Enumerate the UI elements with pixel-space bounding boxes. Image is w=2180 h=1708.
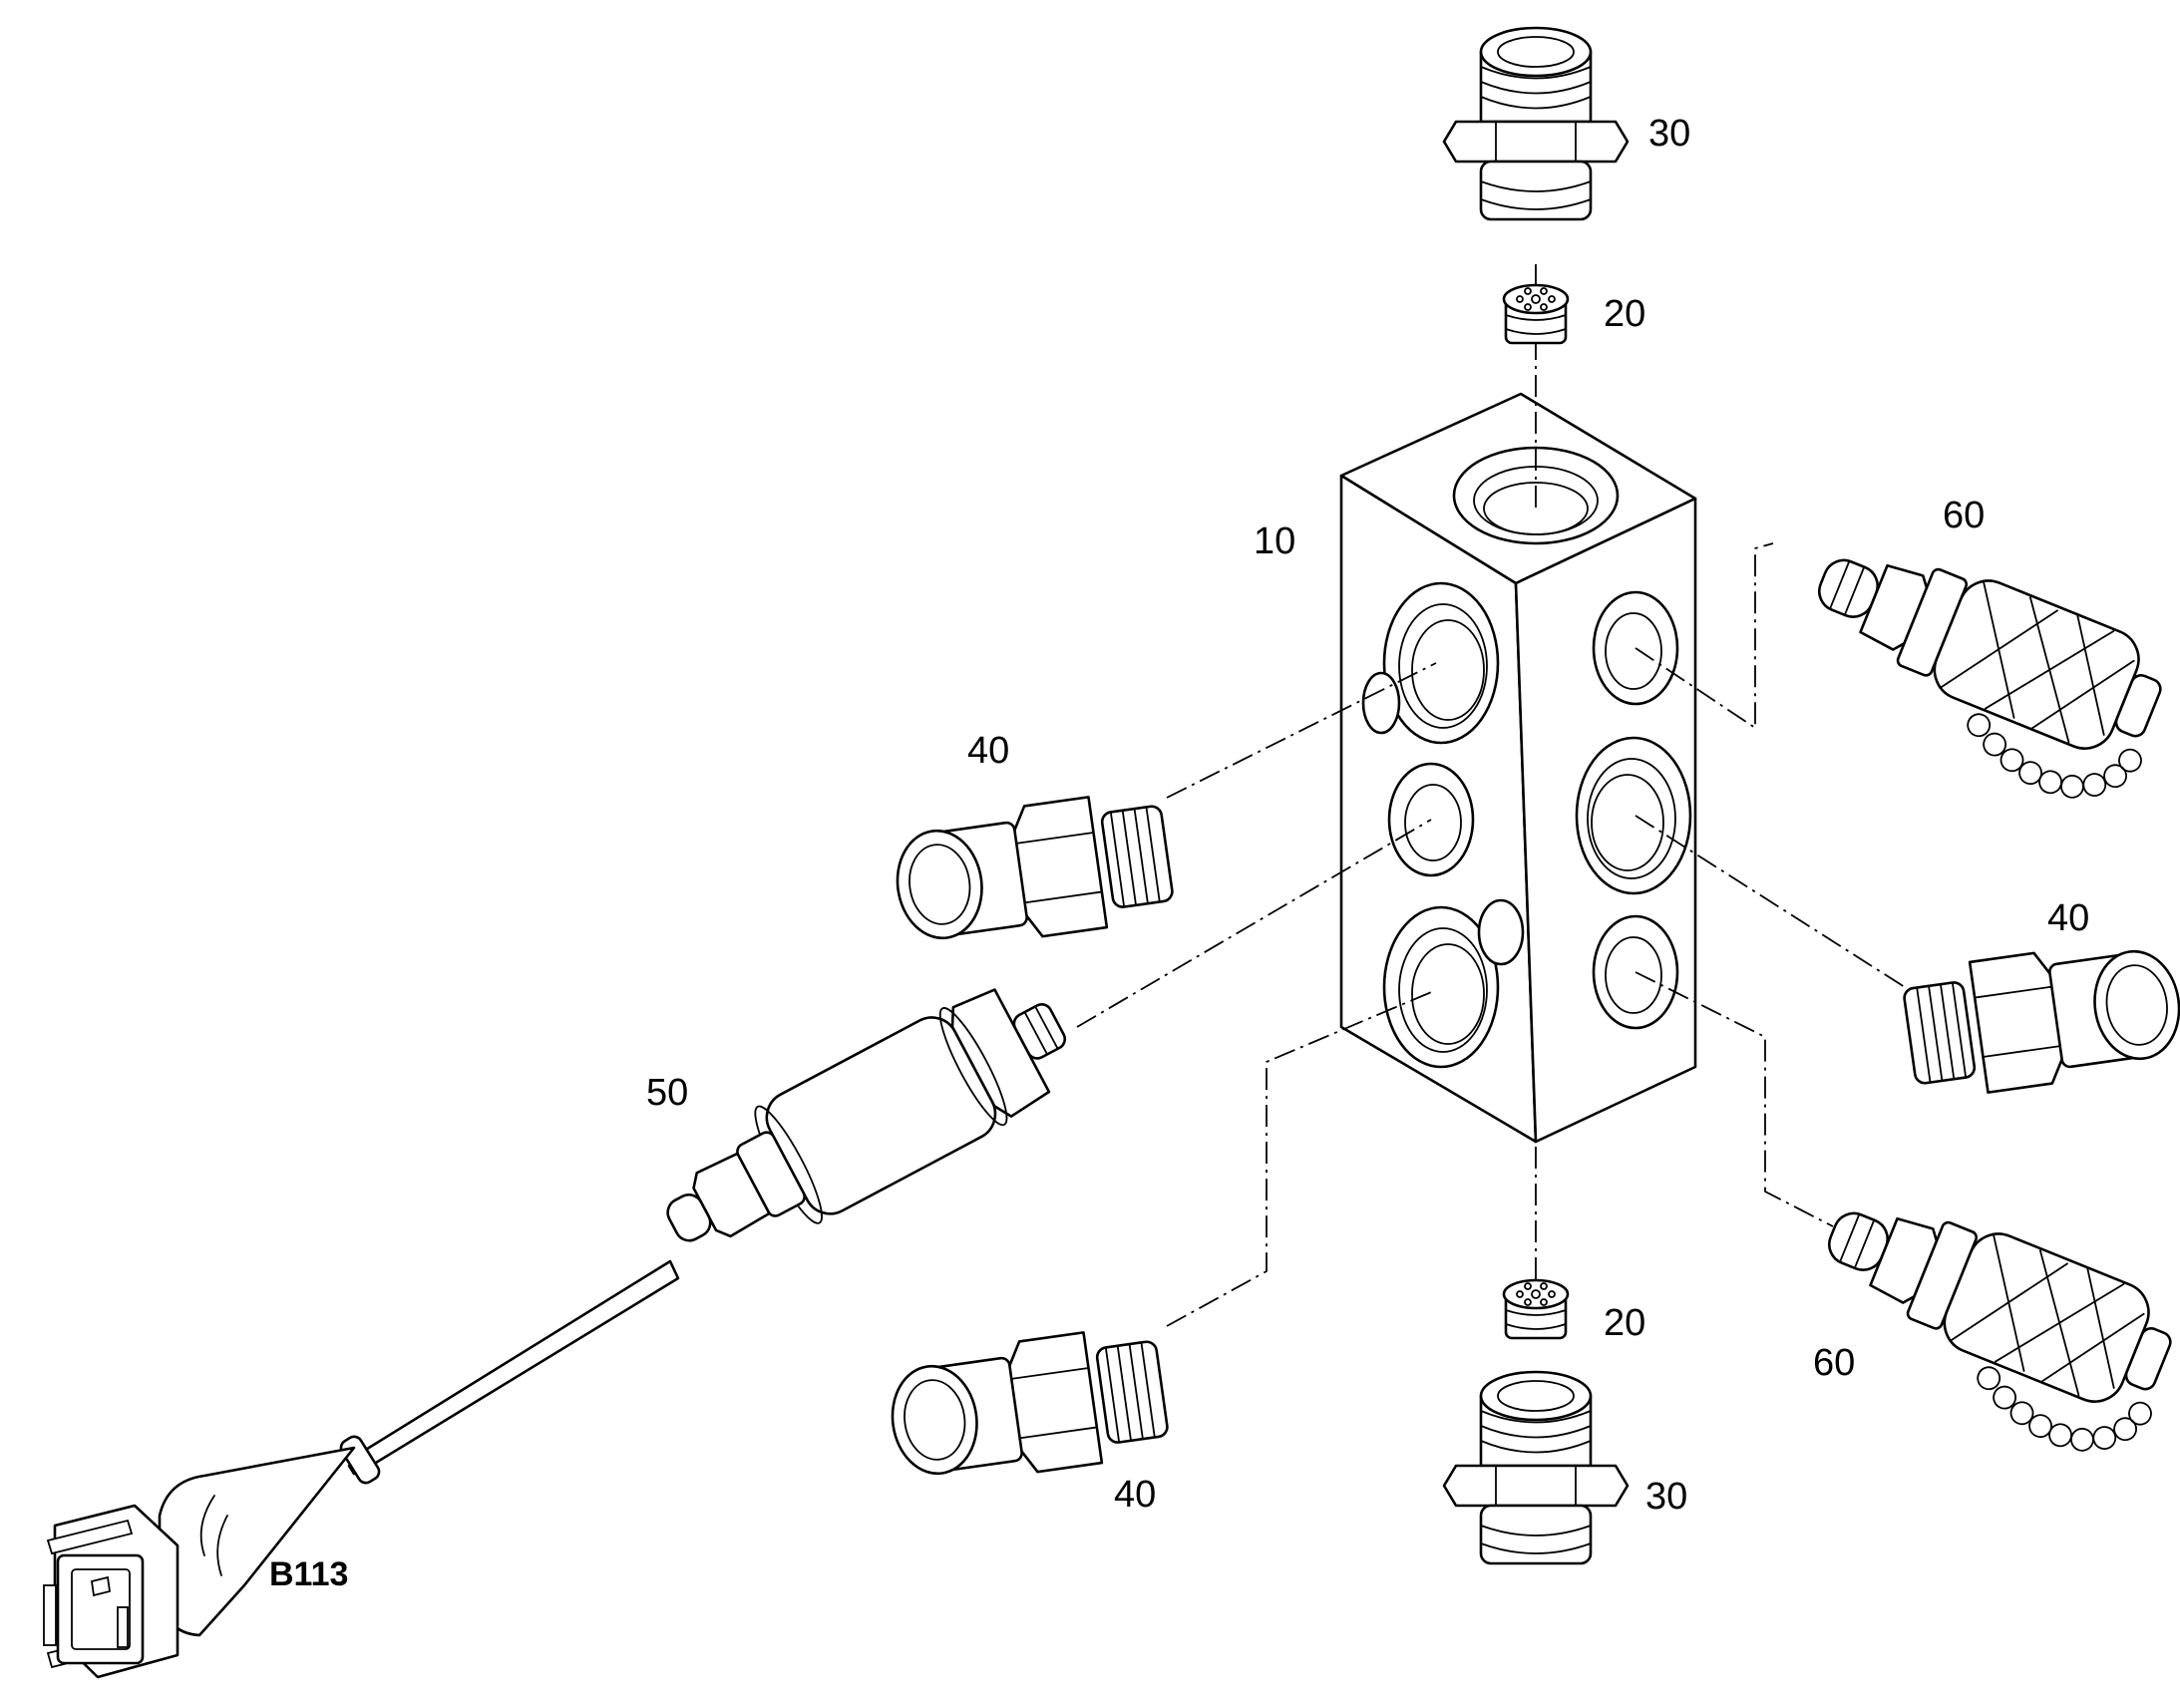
filter-strainer-top — [1502, 283, 1570, 345]
callout-adapter-top: 30 — [1648, 113, 1691, 155]
callout-coupling-upper: 60 — [1943, 495, 1986, 536]
callout-adapter-right: 40 — [2047, 897, 2090, 939]
manifold-block — [1339, 392, 1697, 1144]
assembly-center-lines — [1076, 264, 1906, 1327]
filter-strainer-bottom — [1502, 1278, 1570, 1340]
quick-coupling-lower — [1788, 1173, 2180, 1476]
pressure-sensor — [339, 988, 1067, 1485]
quick-coupling-upper — [1778, 519, 2180, 823]
callout-coupling-lower: 60 — [1813, 1342, 1856, 1384]
callout-connector: B113 — [269, 1555, 349, 1593]
adapter-fitting-top — [1442, 26, 1630, 221]
callout-block: 10 — [1254, 520, 1296, 562]
adapter-fitting-right — [1899, 932, 2180, 1104]
callout-adapter-bottom: 30 — [1645, 1476, 1688, 1518]
callout-strainer-top: 20 — [1604, 293, 1646, 335]
adapter-fitting-bottom — [1442, 1370, 1630, 1565]
callout-adapter-left-lower: 40 — [1114, 1474, 1157, 1516]
callout-pressure-sensor: 50 — [646, 1072, 689, 1114]
callout-adapter-left-upper: 40 — [967, 730, 1010, 772]
callout-strainer-bottom: 20 — [1604, 1302, 1646, 1344]
electrical-connector — [43, 1446, 356, 1679]
adapter-fitting-left-lower — [883, 1321, 1173, 1493]
adapter-fitting-left-upper — [888, 786, 1178, 957]
